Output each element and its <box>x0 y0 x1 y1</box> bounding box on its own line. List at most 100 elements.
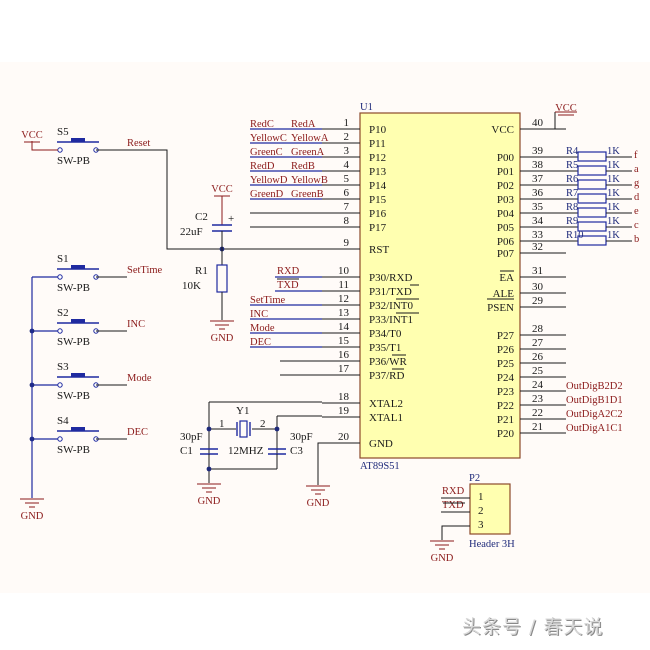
switch-contact-left <box>57 382 63 388</box>
port1-net-labels-4: RedD RedB <box>250 161 322 172</box>
r1-body <box>216 264 228 293</box>
pin-number: 26 <box>532 351 544 363</box>
resistor-value: 1K <box>607 160 620 171</box>
net-label-rxd: RXD <box>277 266 300 277</box>
switch-actuator-knob <box>71 265 85 269</box>
pin-name: ALE <box>493 288 515 300</box>
switch-type: SW-PB <box>57 282 90 294</box>
junction-dot <box>274 426 280 432</box>
junction-dot <box>206 466 212 472</box>
vcc-power-symbol: VCC <box>555 103 577 116</box>
pin-name: P00 <box>497 152 515 164</box>
pin-name: XTAL1 <box>369 412 403 424</box>
resistor-body <box>577 207 607 218</box>
net-label-mode: Mode <box>127 373 152 384</box>
pin-name: P25 <box>497 358 515 370</box>
pin-number: 28 <box>532 323 544 335</box>
pin-name: P02 <box>497 180 514 192</box>
net-label-right: RedB <box>291 161 315 172</box>
pin-name: P03 <box>497 194 515 206</box>
pin-number: 27 <box>532 337 544 349</box>
switch-contact-left <box>57 274 63 280</box>
header-pin-3: 3 <box>478 519 484 531</box>
pin-name: P04 <box>497 208 515 220</box>
switch-contact-left <box>57 436 63 442</box>
switch-type: SW-PB <box>57 444 90 456</box>
pin-number: 31 <box>532 265 543 277</box>
pin-name: EA <box>499 272 514 284</box>
pin-number: 7 <box>344 201 350 213</box>
resistor-body <box>577 151 607 162</box>
pin-name: P31/TXD <box>369 286 412 298</box>
net-label-right: GreenB <box>291 189 324 200</box>
switch-designator: S5 <box>57 126 69 138</box>
segment-label: c <box>634 220 639 231</box>
gnd-label: GND <box>21 511 44 522</box>
gnd-label: GND <box>431 553 454 564</box>
resistor-value: 1K <box>607 216 620 227</box>
mcu-part-number: AT89S51 <box>360 461 400 472</box>
pin-name: XTAL2 <box>369 398 403 410</box>
pin-name: P24 <box>497 372 515 384</box>
pin-number: 8 <box>344 215 350 227</box>
switch-designator: S3 <box>57 361 69 373</box>
resistor-value: 1K <box>607 230 620 241</box>
pin-number: 38 <box>532 159 544 171</box>
c1-designator: C1 <box>180 445 193 457</box>
pin-name: P01 <box>497 166 514 178</box>
net-label-settime: SetTime <box>127 265 163 276</box>
segment-label: b <box>634 234 639 245</box>
segment-label: g <box>634 178 640 189</box>
pin-name: P20 <box>497 428 515 440</box>
resistor-designator: R5 <box>566 160 578 171</box>
net-label-inc: INC <box>127 319 145 330</box>
header-part: Header 3H <box>469 539 515 550</box>
pin-name: P33/INT1 <box>369 314 413 326</box>
pin-number: 5 <box>344 173 350 185</box>
pin-name: P26 <box>497 344 515 356</box>
resistor-designator: R8 <box>566 202 578 213</box>
header-pin-2: 2 <box>478 505 484 517</box>
resistor-value: 1K <box>607 202 620 213</box>
y1-value: 12MHZ <box>228 445 264 457</box>
resistor-value: 1K <box>607 174 620 185</box>
c3-value: 30pF <box>290 431 313 443</box>
net-label-left: RedD <box>250 161 275 172</box>
net-label-outdiga2c2: OutDigA2C2 <box>566 409 623 420</box>
vcc-s5-wire <box>31 141 58 151</box>
switch-contact-left <box>57 328 63 334</box>
pin-name: P14 <box>369 180 387 192</box>
net-label-right: YellowB <box>291 175 328 186</box>
pin-number: 40 <box>532 117 544 129</box>
gnd-label: GND <box>307 498 330 509</box>
switch-type: SW-PB <box>57 336 90 348</box>
pin-number: 21 <box>532 421 543 433</box>
pin-name: P16 <box>369 208 387 220</box>
y1-pin2: 2 <box>260 418 266 430</box>
resistor-value: 1K <box>607 146 620 157</box>
